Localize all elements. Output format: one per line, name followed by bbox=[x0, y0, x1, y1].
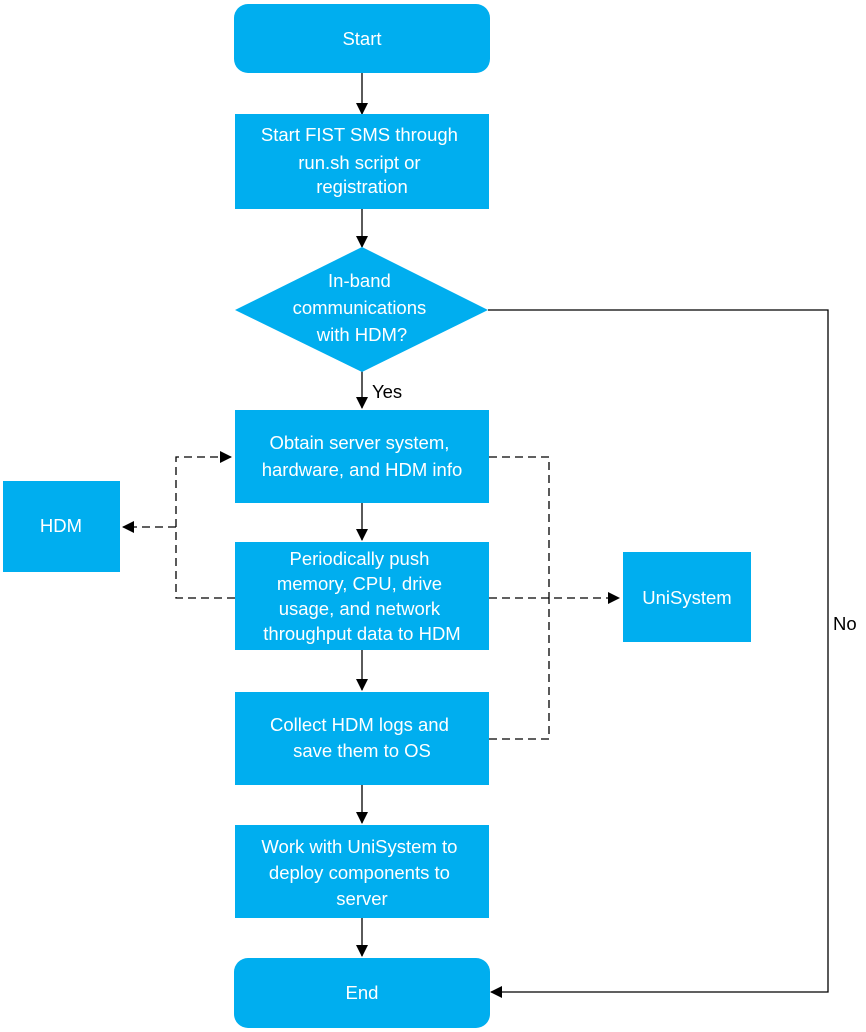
work-line-1: Work with UniSystem to bbox=[261, 836, 457, 857]
start-fist-shape bbox=[235, 114, 489, 209]
start-fist-label: Start FIST SMS through run.sh script or … bbox=[261, 124, 463, 197]
edge-hdm-to-obtain bbox=[175, 451, 232, 527]
no-label: No bbox=[833, 613, 857, 634]
end-label: End bbox=[346, 982, 379, 1003]
unisystem-label: UniSystem bbox=[642, 587, 731, 608]
start-fist-line-3: registration bbox=[316, 176, 408, 197]
decision-line-2: communications bbox=[293, 297, 427, 318]
start-fist-line-2: run.sh script or bbox=[298, 152, 420, 173]
hdm-shape bbox=[3, 481, 120, 572]
unisystem-shape bbox=[623, 552, 751, 642]
unisystem-node: UniSystem bbox=[623, 552, 751, 642]
push-node: Periodically push memory, CPU, drive usa… bbox=[235, 542, 489, 650]
push-line-1: Periodically push bbox=[290, 548, 430, 569]
end-shape bbox=[234, 958, 490, 1028]
push-line-4: throughput data to HDM bbox=[263, 623, 460, 644]
obtain-node: Obtain server system, hardware, and HDM … bbox=[235, 410, 489, 503]
end-node: End bbox=[234, 958, 490, 1028]
push-label: Periodically push memory, CPU, drive usa… bbox=[263, 548, 460, 644]
obtain-label: Obtain server system, hardware, and HDM … bbox=[262, 432, 463, 480]
edge-obtain-to-unisystem bbox=[489, 456, 550, 598]
collect-node: Collect HDM logs and save them to OS bbox=[235, 692, 489, 785]
hdm-node: HDM bbox=[3, 481, 120, 572]
hdm-label: HDM bbox=[40, 515, 82, 536]
work-label: Work with UniSystem to deploy components… bbox=[261, 836, 462, 909]
work-node: Work with UniSystem to deploy components… bbox=[235, 825, 489, 918]
edge-collect-to-unisystem bbox=[489, 598, 550, 740]
obtain-line-1: Obtain server system, bbox=[269, 432, 449, 453]
obtain-line-2: hardware, and HDM info bbox=[262, 459, 463, 480]
start-fist-line-1: Start FIST SMS through bbox=[261, 124, 458, 145]
push-line-2: memory, CPU, drive bbox=[277, 573, 442, 594]
decision-line-3: with HDM? bbox=[316, 324, 407, 345]
push-line-3: usage, and network bbox=[279, 598, 441, 619]
collect-label: Collect HDM logs and save them to OS bbox=[270, 714, 454, 761]
collect-line-1: Collect HDM logs and bbox=[270, 714, 449, 735]
start-fist-node: Start FIST SMS through run.sh script or … bbox=[235, 114, 489, 209]
start-label: Start bbox=[342, 28, 381, 49]
edge-push-to-hdm bbox=[122, 521, 235, 599]
decision-label: In-band communications with HDM? bbox=[293, 270, 432, 345]
collect-line-2: save them to OS bbox=[293, 740, 431, 761]
decision-line-1: In-band bbox=[328, 270, 391, 291]
yes-label: Yes bbox=[372, 381, 402, 402]
work-line-3: server bbox=[336, 888, 387, 909]
start-shape bbox=[234, 4, 490, 73]
decision-node: In-band communications with HDM? bbox=[235, 247, 488, 372]
decision-shape bbox=[235, 247, 488, 372]
push-shape bbox=[235, 542, 489, 650]
work-shape bbox=[235, 825, 489, 918]
obtain-shape bbox=[235, 410, 489, 503]
edge-decision-to-end-no bbox=[488, 309, 829, 998]
work-line-2: deploy components to bbox=[269, 862, 450, 883]
start-node: Start bbox=[234, 4, 490, 73]
collect-shape bbox=[235, 692, 489, 785]
